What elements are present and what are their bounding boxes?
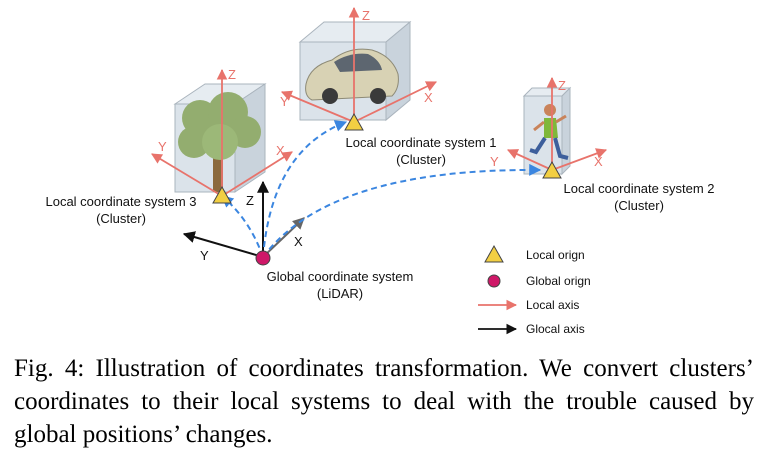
figure-caption: Fig. 4: Illustration of coordinates tran… <box>14 355 754 448</box>
legend-global-origin-icon <box>487 274 501 288</box>
local1-axis-z: Z <box>362 8 370 23</box>
cluster-car <box>298 20 412 122</box>
cluster-tree <box>173 83 267 193</box>
legend-local-axis: Local axis <box>526 298 579 312</box>
local-axes-3 <box>151 68 293 197</box>
global-origin <box>255 250 271 266</box>
global-axes <box>182 180 305 258</box>
legend-local-origin: Local orign <box>526 248 585 262</box>
pedestrian-icon <box>529 104 569 160</box>
coordinate-transformation-diagram: Z Y X Z Y X Z Y X Z Y X Local coordinate… <box>45 6 715 336</box>
local2-label-sub: (Cluster) <box>614 198 664 213</box>
local1-axis-x: X <box>424 90 433 105</box>
global-label-sub: (LiDAR) <box>317 286 363 301</box>
local3-label-sub: (Cluster) <box>96 211 146 226</box>
transformation-paths <box>221 120 542 258</box>
local3-axis-x: X <box>276 143 285 158</box>
local1-label-sub: (Cluster) <box>396 152 446 167</box>
tree-icon <box>178 92 261 192</box>
legend-global-origin: Global orign <box>526 274 591 288</box>
local-origin-3 <box>212 185 232 204</box>
local1-axis-y: Y <box>280 94 289 109</box>
global-axis-z: Z <box>246 193 254 208</box>
local2-label: Local coordinate system 2 <box>563 181 714 196</box>
local-origin-1 <box>344 112 364 131</box>
car-icon <box>305 48 399 104</box>
local2-axis-y: Y <box>490 154 499 169</box>
global-axis-x: X <box>294 234 303 249</box>
global-label: Global coordinate system <box>267 269 414 284</box>
local-axes-2 <box>507 76 608 171</box>
local1-label: Local coordinate system 1 <box>345 135 496 150</box>
local3-label: Local coordinate system 3 <box>45 194 196 209</box>
local2-axis-z: Z <box>558 78 566 93</box>
local2-axis-x: X <box>594 154 603 169</box>
local3-axis-y: Y <box>158 139 167 154</box>
legend-local-origin-icon <box>484 244 504 263</box>
legend-global-axis: Glocal axis <box>526 322 585 336</box>
local3-axis-z: Z <box>228 67 236 82</box>
local-origin-2 <box>542 160 562 179</box>
legend: Local orign Global orign Local axis Gloc… <box>478 244 591 336</box>
local-axes-1 <box>281 6 437 123</box>
global-axis-y: Y <box>200 248 209 263</box>
